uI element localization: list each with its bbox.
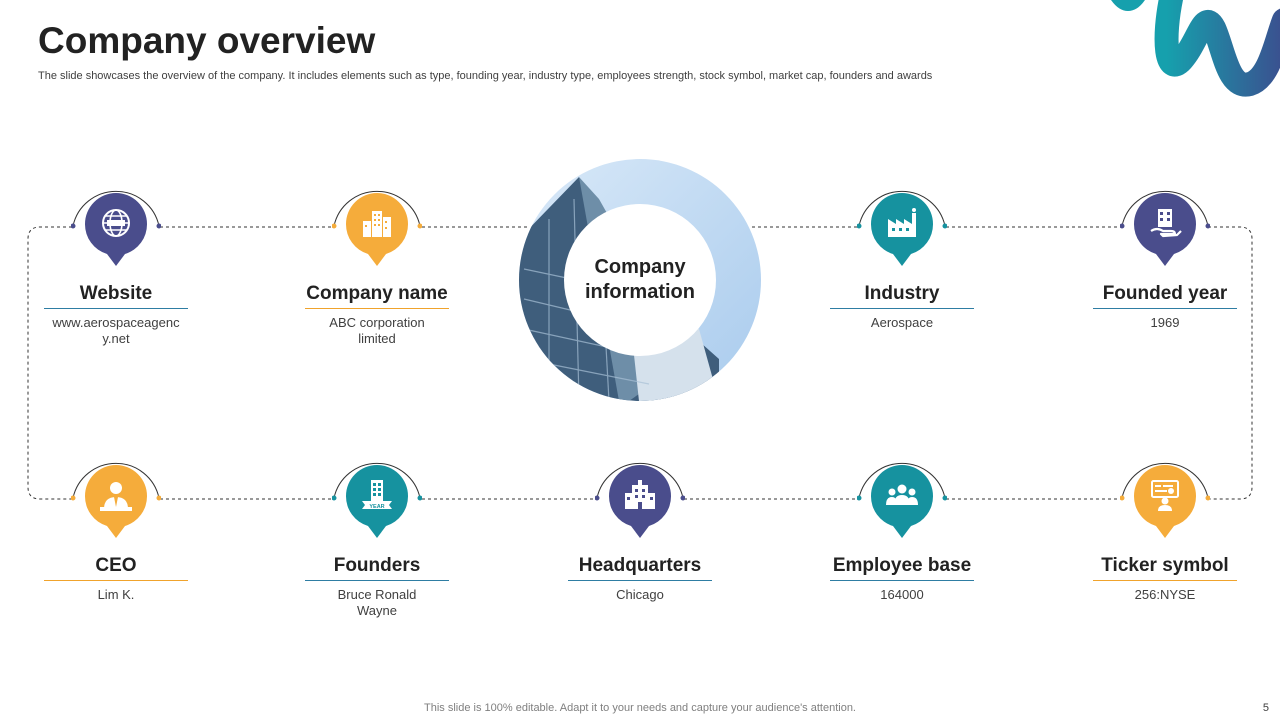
footer-note: This slide is 100% editable. Adapt it to… bbox=[424, 702, 856, 714]
item-value: Chicago bbox=[616, 587, 664, 602]
slide-title: Company overview bbox=[38, 20, 376, 61]
item-value: www.aerospaceagency.net bbox=[52, 315, 180, 346]
brand-swoosh-graphic bbox=[1111, 0, 1280, 97]
item-value: ABC corporation limited bbox=[329, 315, 425, 346]
item-label: Founders bbox=[305, 555, 449, 581]
item-label: CEO bbox=[44, 555, 188, 581]
item-value: Aerospace bbox=[870, 315, 934, 330]
item-label: Employee base bbox=[830, 555, 974, 581]
company-info-circle: Company information bbox=[519, 159, 761, 401]
item-value: Lim K. bbox=[97, 587, 135, 602]
company-info-label: Company information bbox=[585, 256, 695, 303]
item-label: Industry bbox=[830, 283, 974, 309]
item-label: Website bbox=[44, 283, 188, 309]
building-photo-ring bbox=[519, 159, 761, 401]
item-value: 164000 bbox=[880, 587, 924, 602]
item-value: Bruce Ronald Wayne bbox=[337, 587, 417, 618]
item-label: Headquarters bbox=[568, 555, 712, 581]
item-label: Founded year bbox=[1093, 283, 1237, 309]
item-label: Company name bbox=[305, 283, 449, 309]
slide-subtitle: The slide showcases the overview of the … bbox=[38, 70, 933, 82]
item-value: 256:NYSE bbox=[1134, 587, 1196, 602]
item-label: Ticker symbol bbox=[1093, 555, 1237, 581]
page-number: 5 bbox=[1262, 702, 1269, 714]
item-value: 1969 bbox=[1150, 315, 1180, 330]
